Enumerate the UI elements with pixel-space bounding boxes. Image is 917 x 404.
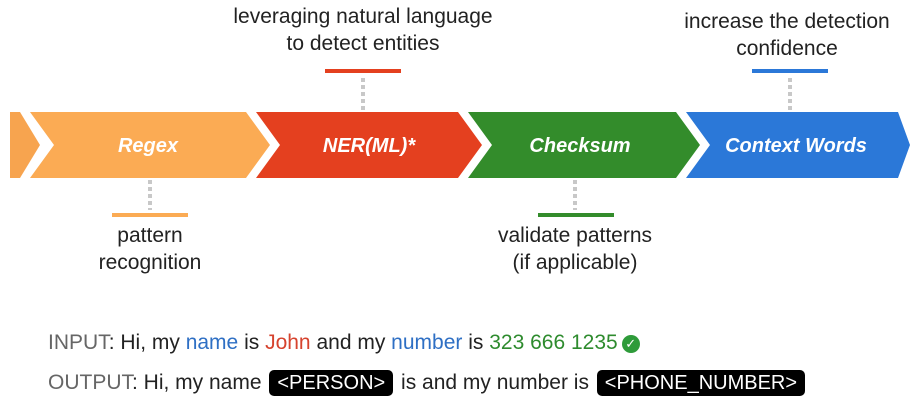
stage-checksum-arrow <box>468 112 700 178</box>
context-caption-line-2: confidence <box>736 37 838 60</box>
ner-caption-line-1: leveraging natural language <box>233 5 493 28</box>
check-circle-icon: ✓ <box>621 335 640 353</box>
context-caption-line-1: increase the detection <box>684 10 890 33</box>
regex-caption-underline <box>112 213 188 217</box>
input-number-value: 323 666 1235 <box>489 331 618 354</box>
output-label: OUTPUT <box>48 371 132 394</box>
input-name-value: John <box>265 331 311 354</box>
regex-caption-line-2: recognition <box>98 251 202 274</box>
input-number-word: number <box>391 331 463 354</box>
stage-ner-arrow <box>256 112 482 178</box>
checksum-caption-line-2: (if applicable) <box>512 251 638 274</box>
ner-caption-line-2: to detect entities <box>286 32 440 55</box>
output-line: OUTPUT: Hi, my name <PERSON> is and my n… <box>48 370 807 396</box>
output-text-2: is and my number is <box>395 371 595 394</box>
person-tag: <PERSON> <box>269 370 394 396</box>
checksum-caption-line-1: validate patterns <box>497 224 653 247</box>
phone-number-tag: <PHONE_NUMBER> <box>596 370 806 396</box>
checksum-caption-underline <box>538 213 614 217</box>
input-line: INPUT: Hi, my name is John and my number… <box>48 331 640 355</box>
stage-context-label: Context Words <box>725 135 867 157</box>
regex-caption-line-1: pattern <box>117 224 183 247</box>
input-text-1: Hi, my <box>114 331 186 354</box>
pipeline-start-arrow <box>10 112 40 178</box>
stage-regex-arrow <box>30 112 270 178</box>
input-text-2: is <box>238 331 266 354</box>
input-colon: : <box>108 331 115 354</box>
input-text-4: is <box>462 331 490 354</box>
input-text-3: and my <box>310 331 392 354</box>
stage-ner-label: NER(ML)* <box>323 135 416 157</box>
ner-caption-underline <box>325 69 401 73</box>
output-text-1: Hi, my name <box>137 371 268 394</box>
ner-caption: leveraging natural language to detect en… <box>193 3 533 57</box>
pipeline-diagram: Regex NER(ML)* Checksum Context Words <box>10 69 910 217</box>
stage-checksum-label: Checksum <box>529 135 630 157</box>
input-label: INPUT <box>48 331 109 354</box>
stage-regex-label: Regex <box>118 135 179 157</box>
regex-caption: pattern recognition <box>50 222 250 276</box>
checksum-caption: validate patterns (if applicable) <box>445 222 705 276</box>
context-caption: increase the detection confidence <box>647 8 917 62</box>
input-name-word: name <box>185 331 239 354</box>
stage-context-arrow <box>686 112 910 178</box>
context-caption-underline <box>752 69 828 73</box>
output-colon: : <box>132 371 138 394</box>
